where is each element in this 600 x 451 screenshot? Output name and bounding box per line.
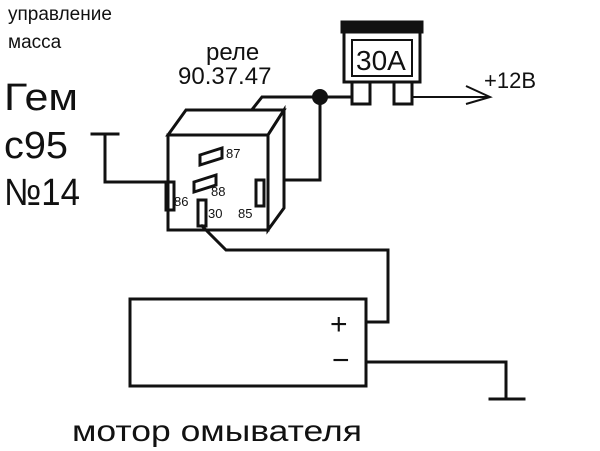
control-label-line1: управление	[8, 4, 112, 25]
pin-85-label: 85	[238, 206, 252, 221]
pin-88-label: 88	[211, 184, 225, 199]
source-label-line2: c95	[4, 125, 68, 167]
relay: 87 88 86 85 30	[164, 104, 287, 235]
source-label-line1: Гем	[4, 77, 78, 119]
pin-87-label: 87	[226, 146, 240, 161]
source-label-line3: №14	[4, 172, 80, 214]
motor: + −	[128, 297, 368, 388]
pin-30-label: 30	[208, 206, 222, 221]
fuse-rating: 30A	[356, 45, 406, 76]
relay-model: 90.37.47	[178, 63, 271, 90]
control-wire	[90, 132, 168, 184]
motor-negative-terminal: −	[332, 344, 350, 377]
relay-title: реле	[206, 39, 259, 66]
supply-label: +12B	[484, 68, 536, 93]
motor-label: мотор омывателя	[72, 415, 362, 448]
fuse: 30A	[340, 20, 424, 106]
supply-arrow	[412, 85, 493, 105]
motor-positive-terminal: +	[330, 308, 348, 341]
pin-86-label: 86	[174, 194, 188, 209]
control-label-line2: масса	[8, 32, 62, 53]
